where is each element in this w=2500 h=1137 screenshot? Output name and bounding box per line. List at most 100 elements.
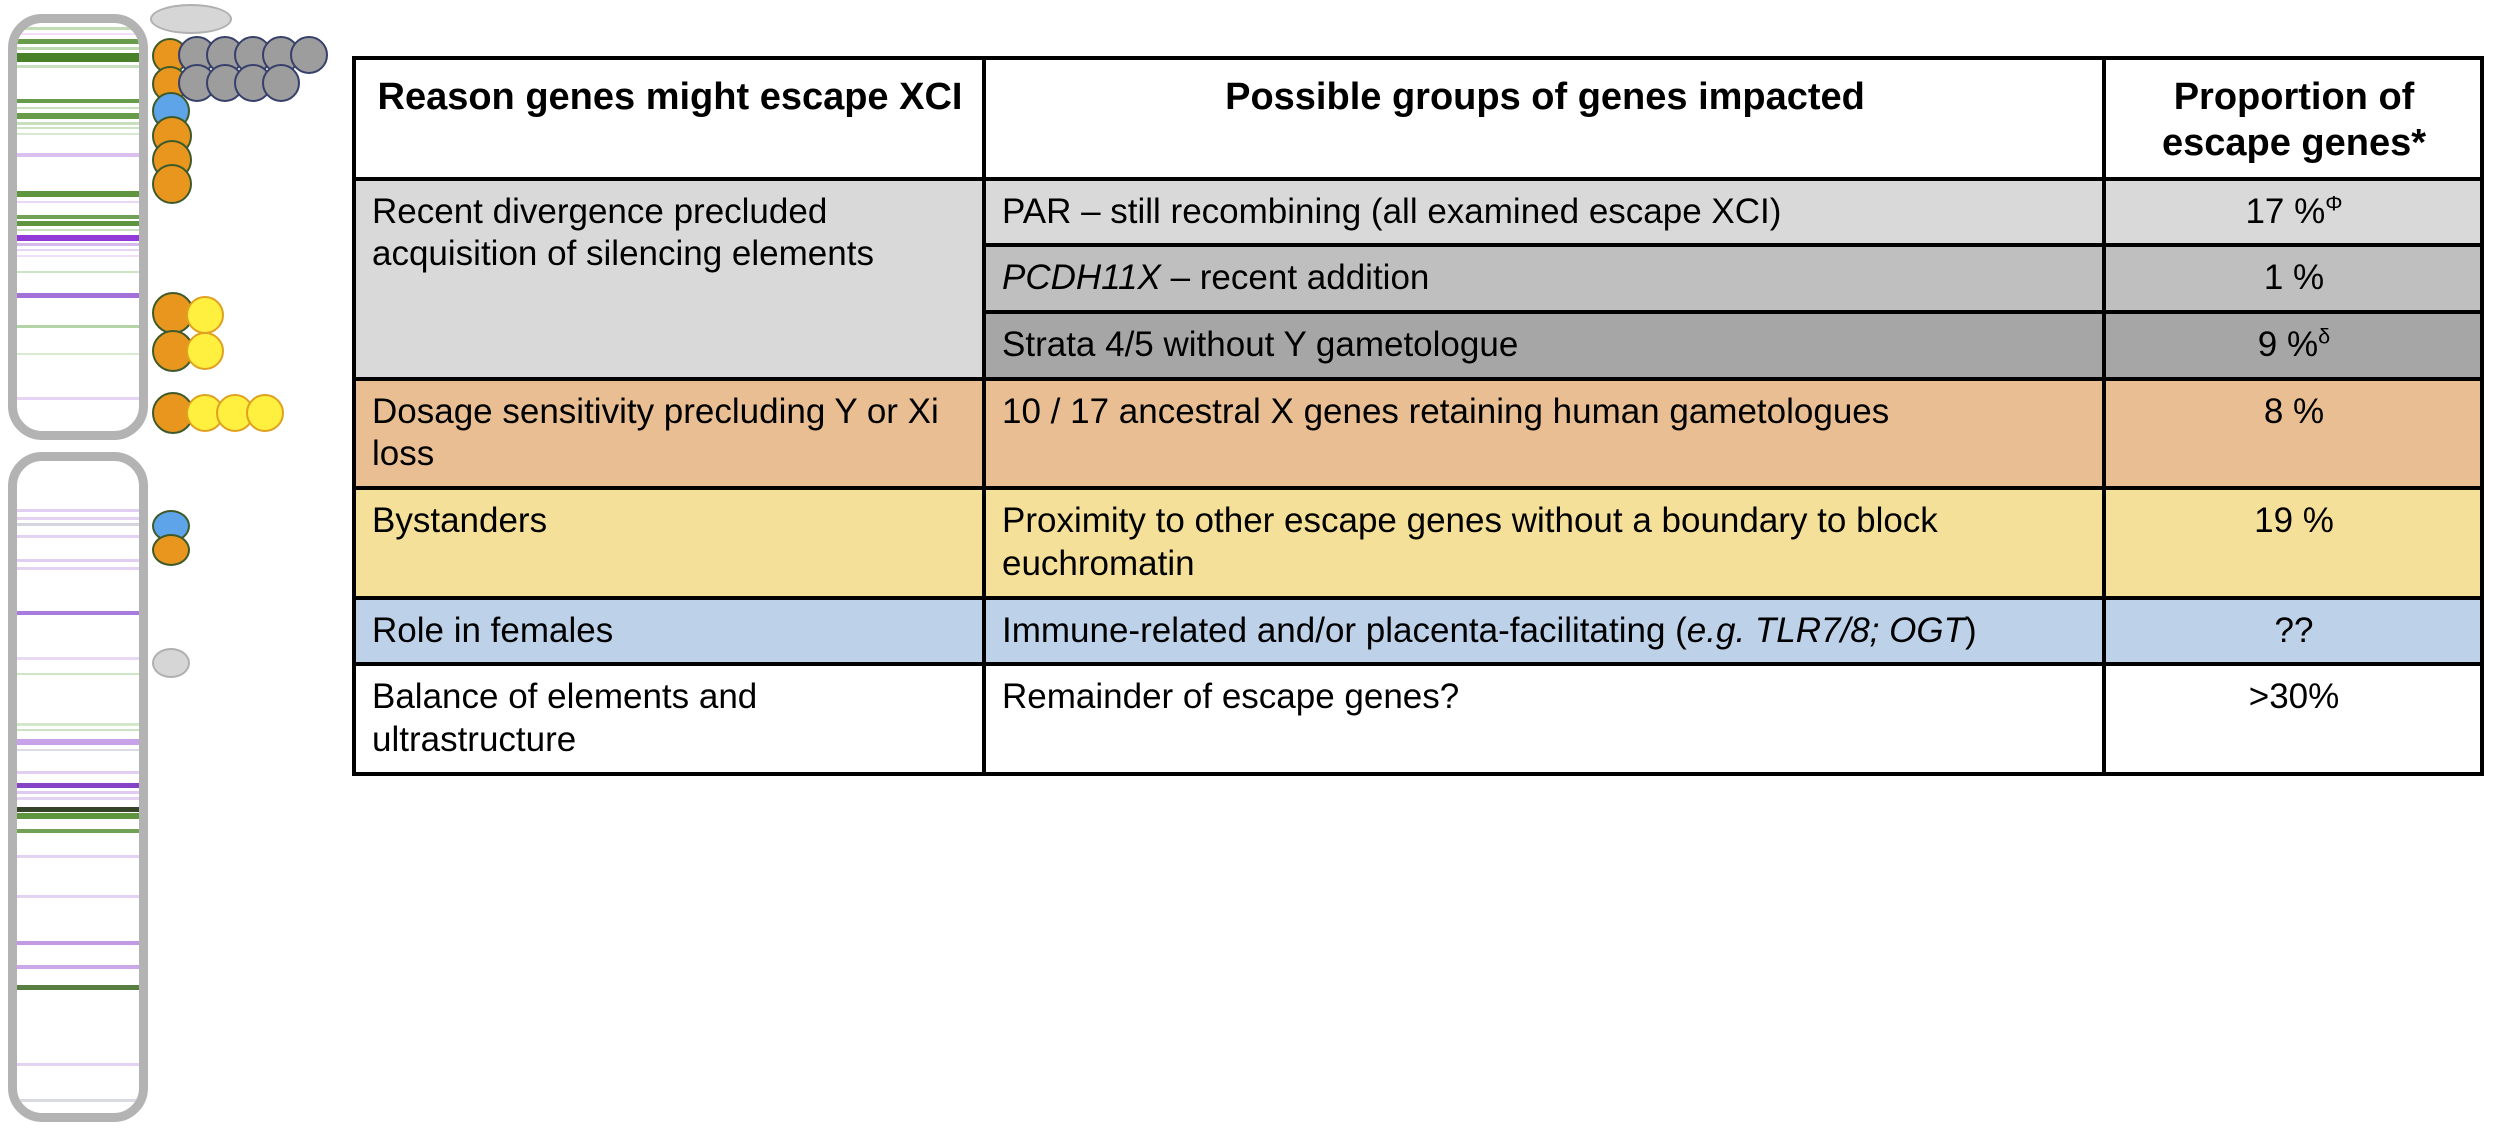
chromosome-band — [17, 221, 139, 226]
chromosome-q-arm — [8, 452, 148, 1122]
table-row: Recent divergence precluded acquisition … — [352, 176, 2484, 381]
header-groups: Possible groups of genes impacted — [982, 56, 2106, 181]
cell-proportion: 19 % — [2102, 486, 2484, 600]
chromosome-band — [17, 791, 139, 794]
chromosome-band — [17, 27, 139, 30]
cell-proportion: >30% — [2102, 662, 2484, 776]
chromosome-band — [17, 113, 139, 119]
cell-groups: PAR – still recombining (all examined es… — [982, 176, 2106, 248]
cell-groups: Remainder of escape genes? — [982, 662, 2106, 776]
cell-proportion: 1 % — [2102, 243, 2484, 315]
chromosome-band — [17, 941, 139, 945]
chromosome-band — [17, 807, 139, 812]
cell-groups: Strata 4/5 without Y gametologue — [982, 310, 2106, 381]
header-proportion: Proportion of escape genes* — [2102, 56, 2484, 181]
gene-marker-ellipse-gray — [150, 4, 232, 34]
cell-groups: PCDH11X – recent addition — [982, 243, 2106, 315]
chromosome-band — [17, 133, 139, 135]
escape-genes-table: Reason genes might escape XCI Possible g… — [352, 56, 2484, 776]
chromosome-band — [17, 271, 139, 273]
proportion-footnote-marker: Φ — [2325, 190, 2343, 216]
chromosome-band — [17, 65, 139, 68]
chromosome-band — [17, 657, 139, 660]
chromosome-band — [17, 53, 139, 62]
x-chromosome-ideogram — [0, 0, 340, 1137]
chromosome-band — [17, 673, 139, 675]
chromosome-band — [17, 191, 139, 197]
cell-reason: Role in females — [352, 595, 986, 667]
chromosome-band — [17, 127, 139, 129]
chromosome-band — [17, 783, 139, 788]
chromosome-band — [17, 723, 139, 726]
cell-reason: Balance of elements and ultrastructure — [352, 662, 986, 776]
chromosome-band — [17, 293, 139, 298]
gene-marker-gray — [262, 64, 300, 102]
chromosome-band — [17, 895, 139, 898]
chromosome-band — [17, 235, 139, 241]
gene-marker-orange — [152, 164, 192, 204]
chromosome-band — [17, 749, 139, 751]
chromosome-band — [17, 215, 139, 219]
cell-reason: Bystanders — [352, 486, 986, 600]
gene-marker-yellow — [246, 394, 284, 432]
cell-reason: Recent divergence precluded acquisition … — [352, 176, 986, 381]
cell-proportion: 9 %δ — [2102, 310, 2484, 381]
chromosome-band — [17, 107, 139, 109]
chromosome-p-arm — [8, 14, 148, 440]
cell-groups: Immune-related and/or placenta-facilitat… — [982, 595, 2106, 667]
chromosome-band — [17, 153, 139, 157]
chromosome-band — [17, 567, 139, 570]
chromosome-band — [17, 39, 139, 44]
chromosome-band — [17, 985, 139, 990]
chromosome-band — [17, 739, 139, 745]
gene-name-italic: PCDH11X — [1002, 258, 1161, 298]
chromosome-band — [17, 325, 139, 328]
gene-marker-yellow — [186, 332, 224, 370]
chromosome-band — [17, 201, 139, 203]
chromosome-band — [17, 99, 139, 103]
chromosome-band — [17, 855, 139, 858]
chromosome-band — [17, 353, 139, 355]
chromosome-band — [17, 729, 139, 731]
gene-marker-gray — [290, 36, 328, 74]
cell-reason: Dosage sensitivity precluding Y or Xi lo… — [352, 376, 986, 491]
header-reason: Reason genes might escape XCI — [352, 56, 986, 181]
chromosome-band — [17, 33, 139, 35]
proportion-footnote-marker: δ — [2318, 323, 2331, 349]
gene-marker-orange — [152, 534, 190, 566]
gene-marker-ellipse-gray — [152, 648, 190, 678]
cell-groups: Proximity to other escape genes without … — [982, 486, 2106, 600]
table-header-row: Reason genes might escape XCI Possible g… — [352, 56, 2484, 181]
table-row: Dosage sensitivity precluding Y or Xi lo… — [352, 376, 2484, 491]
chromosome-band — [17, 229, 139, 231]
chromosome-band — [17, 559, 139, 562]
chromosome-band — [17, 255, 139, 257]
cell-proportion: 17 %Φ — [2102, 176, 2484, 248]
chromosome-band — [17, 829, 139, 833]
chromosome-band — [17, 397, 139, 400]
chromosome-band — [17, 249, 139, 251]
chromosome-band — [17, 1099, 139, 1102]
gene-marker-yellow — [186, 296, 224, 334]
chromosome-band — [17, 1063, 139, 1066]
chromosome-band — [17, 535, 139, 538]
chromosome-band — [17, 523, 139, 526]
chromosome-band — [17, 122, 139, 125]
chromosome-band — [17, 771, 139, 774]
chromosome-band — [17, 509, 139, 512]
gene-name-italic: e.g. TLR7/8; OGT — [1686, 610, 1965, 650]
cell-proportion: 8 % — [2102, 376, 2484, 491]
chromosome-band — [17, 813, 139, 819]
chromosome-band — [17, 517, 139, 520]
cell-groups: 10 / 17 ancestral X genes retaining huma… — [982, 376, 2106, 491]
cell-proportion: ?? — [2102, 595, 2484, 667]
table-body: Recent divergence precluded acquisition … — [352, 176, 2484, 776]
chromosome-band — [17, 797, 139, 800]
chromosome-band — [17, 243, 139, 246]
chromosome-band — [17, 47, 139, 50]
